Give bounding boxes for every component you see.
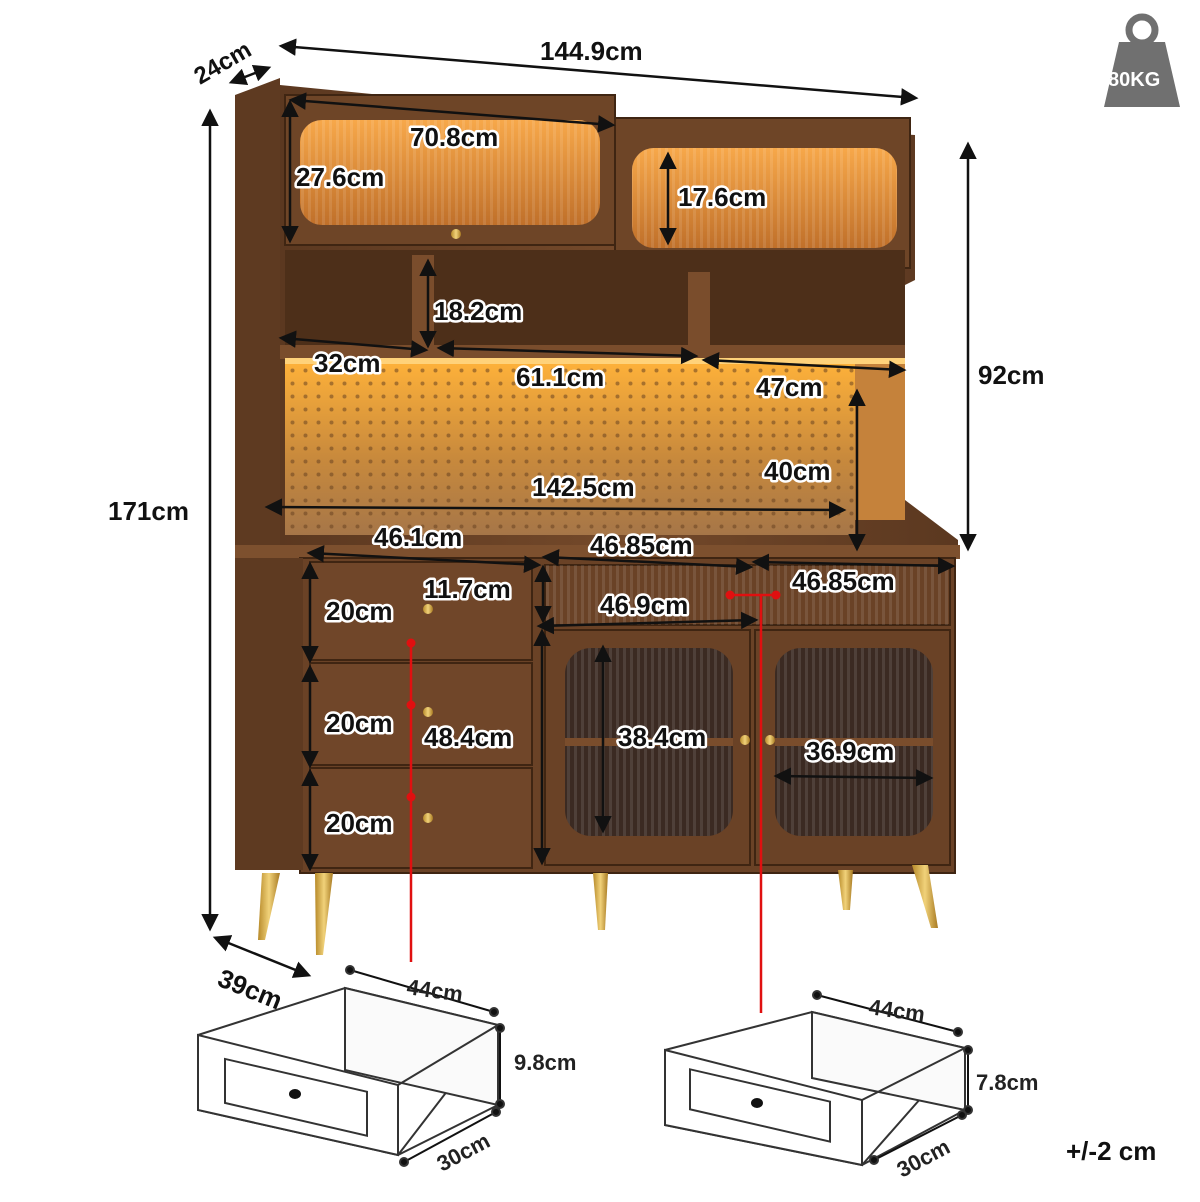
tolerance-note: +/-2 cm: [1066, 1136, 1156, 1166]
drawer-knob-3: [423, 813, 433, 823]
drawer-knob-1: [423, 604, 433, 614]
label-drawer-front-2: 20cm: [326, 708, 393, 738]
leg-2: [315, 873, 333, 955]
drawer-front-3: [309, 767, 533, 869]
drawer-knob-2: [423, 707, 433, 717]
base-left-side: [235, 558, 303, 870]
drawer-front-2: [309, 662, 533, 766]
label-drawer-right-height: 7.8cm: [976, 1070, 1038, 1095]
label-door-section-width: 46.9cm: [600, 590, 688, 620]
label-top-glass-height: 17.6cm: [678, 182, 766, 212]
label-glass-door-height: 38.4cm: [618, 722, 706, 752]
label-right-shelf-width: 47cm: [756, 372, 823, 402]
label-top-drawer-width-b: 46.85cm: [792, 566, 895, 596]
label-drawer-right-width: 44cm: [867, 994, 926, 1027]
leg-3: [593, 873, 608, 930]
label-top-drawer-width-a: 46.85cm: [590, 530, 693, 560]
label-top-cabinet-height: 27.6cm: [296, 162, 384, 192]
shelf-divider-1: [412, 255, 434, 350]
label-pegboard-width: 142.5cm: [532, 472, 635, 502]
label-top-door-width: 70.8cm: [410, 122, 498, 152]
label-overall-width: 144.9cm: [540, 36, 643, 66]
label-drawer-right-depth: 30cm: [893, 1134, 954, 1182]
label-hutch-height: 92cm: [978, 360, 1045, 390]
label-drawer-front-3: 20cm: [326, 808, 393, 838]
leg-1: [258, 873, 280, 940]
weight-icon: [1104, 42, 1180, 107]
label-top-drawer-height: 11.7cm: [424, 574, 511, 604]
shelf-divider-2: [688, 272, 710, 354]
label-base-depth: 39cm: [214, 963, 287, 1016]
pegboard-side-glow: [855, 360, 905, 520]
label-middle-shelf-width: 61.1cm: [516, 362, 604, 392]
weight-badge: 80KG: [1104, 13, 1180, 107]
label-pegboard-height: 40cm: [764, 456, 831, 486]
door-knob-left: [740, 735, 750, 745]
weight-label: 80KG: [1108, 69, 1160, 91]
door-knob-right: [765, 735, 775, 745]
inner-shelf-left: [565, 738, 733, 746]
label-top-depth: 24cm: [190, 36, 257, 90]
label-drawer-left-depth: 30cm: [433, 1128, 494, 1176]
open-shelf-back: [285, 250, 905, 350]
dimension-lines: [201, 38, 977, 978]
label-drawer-column-height: 48.4cm: [424, 722, 512, 752]
top-glass-right-flutes: [632, 148, 897, 248]
top-door-knob-left: [451, 229, 461, 239]
label-drawer-front-1: 20cm: [326, 596, 393, 626]
drawer-front-1: [309, 561, 533, 661]
leg-5: [912, 865, 938, 928]
label-open-shelf-height: 18.2cm: [434, 296, 522, 326]
inner-shelf-right: [775, 738, 933, 746]
label-inner-shelf-width: 36.9cm: [806, 736, 894, 766]
label-drawer-left-width: 44cm: [405, 974, 464, 1007]
drawer-detail-left: [197, 965, 505, 1167]
label-overall-height: 171cm: [108, 496, 189, 526]
red-leader-lines: [406, 590, 781, 1013]
label-drawer-column-width: 46.1cm: [374, 522, 462, 552]
label-left-shelf-width: 32cm: [314, 348, 381, 378]
label-drawer-left-height: 9.8cm: [514, 1050, 576, 1075]
drawer-detail-right: [664, 990, 973, 1167]
leg-4: [838, 870, 853, 910]
top-glass-left-flutes: [300, 120, 600, 225]
